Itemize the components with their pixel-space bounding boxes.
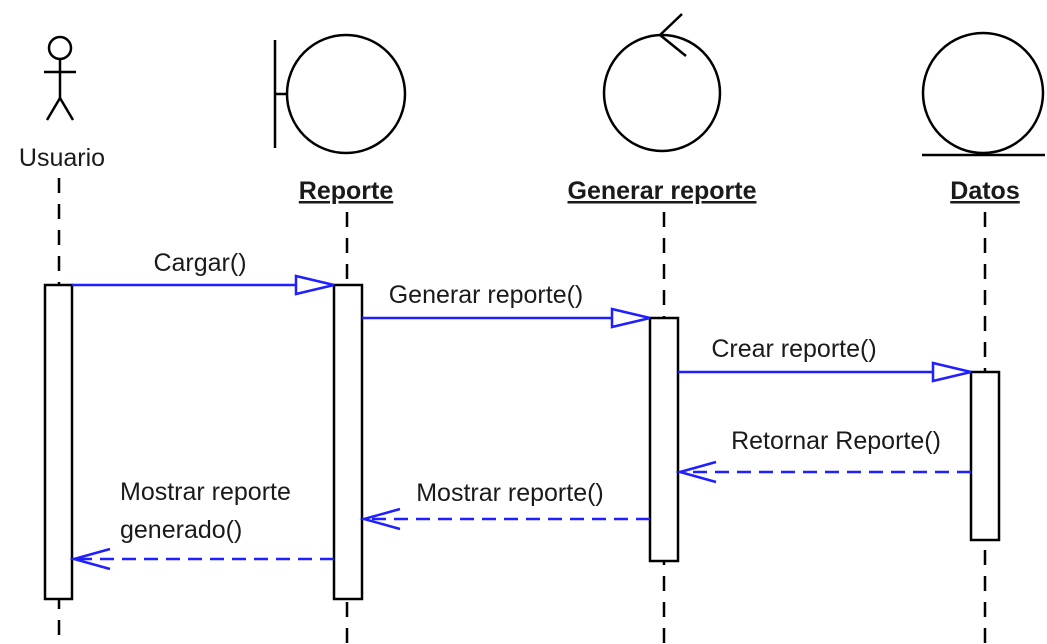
message-label: Crear reporte() [711,335,876,363]
participant-label: Datos [950,177,1019,205]
message-label: Mostrar reporte() [416,479,604,507]
activation-generar-reporte [648,316,680,563]
message-label: Retornar Reporte() [731,427,941,455]
return-arrowhead-icon [359,507,401,531]
arrowhead-icon [931,361,972,383]
activation-reporte [332,283,364,601]
message-label-line1: Mostrar reporte [120,478,291,506]
message-cargar: Cargar() [72,249,335,296]
message-mostrar-reporte: Mostrar reporte() [359,479,650,531]
control-icon [602,13,722,153]
entity-icon [921,31,1045,157]
message-label-line2: generado() [120,516,242,544]
arrowhead-icon [294,274,335,296]
participant-label: Reporte [299,177,394,205]
activation-usuario [43,283,74,601]
message-mostrar-reporte-generado: Mostrar reporte generado() [69,478,334,571]
arrowhead-icon [610,307,651,329]
participant-usuario: Usuario [19,35,105,172]
message-label: Cargar() [153,249,246,277]
message-label: Generar reporte() [389,281,584,309]
participant-datos: Datos [921,31,1045,205]
boundary-icon [273,33,407,155]
participant-generar-reporte: Generar reporte [568,13,757,205]
activation-datos [969,370,1001,542]
message-retornar-reporte: Retornar Reporte() [675,427,971,484]
return-arrowhead-icon [69,547,111,571]
message-crear-reporte: Crear reporte() [678,335,972,383]
message-generar-reporte: Generar reporte() [362,281,651,329]
participant-label: Usuario [19,144,105,172]
return-arrowhead-icon [675,460,717,484]
participant-label: Generar reporte [568,177,757,205]
participant-reporte: Reporte [273,33,407,205]
actor-icon [44,35,76,121]
